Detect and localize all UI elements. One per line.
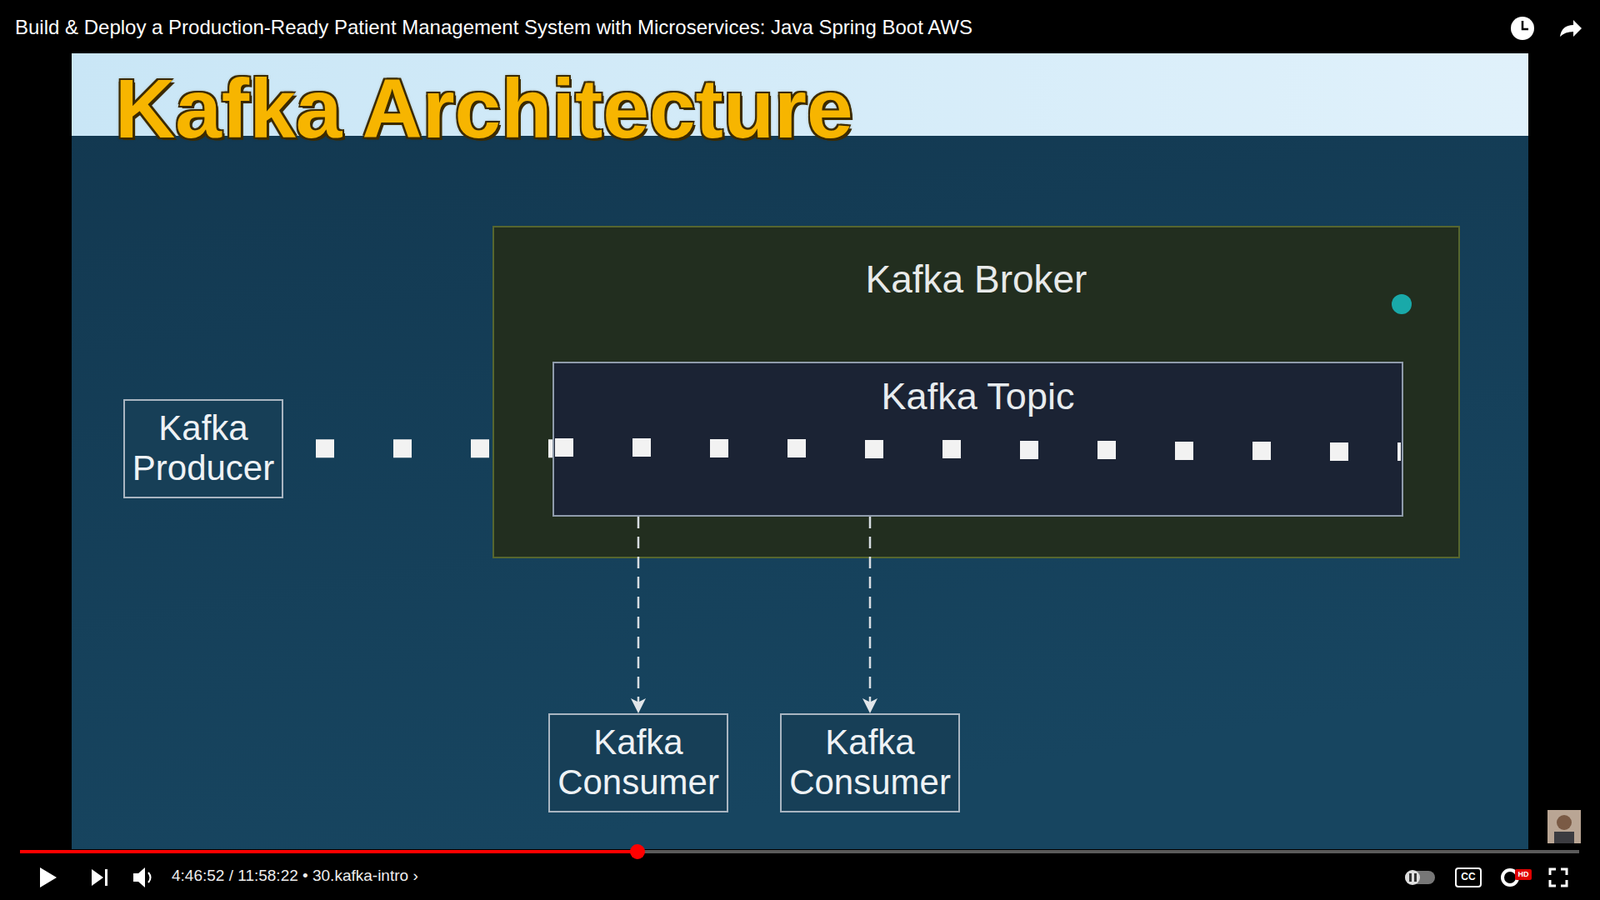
node-label: Kafka Topic <box>881 375 1075 419</box>
hd-badge-text: HD <box>1518 870 1530 880</box>
cc-icon <box>1455 868 1481 887</box>
hd-badge <box>1515 869 1532 880</box>
volume-icon <box>133 867 145 888</box>
heading-wrap: Kafka Architecture <box>115 66 854 150</box>
video-title: Build & Deploy a Production-Ready Patien… <box>15 16 973 39</box>
label-wrap: Build & Deploy a Production-Ready Patien… <box>15 16 973 39</box>
consumer-box: Kafka Consumer <box>548 713 729 813</box>
watch-later-icon <box>1510 16 1535 40</box>
message-square <box>1330 442 1349 461</box>
fullscreen-icon <box>1550 869 1567 886</box>
message-square <box>787 439 806 458</box>
message-square <box>1020 440 1039 460</box>
volume-wave <box>148 872 151 883</box>
message-square <box>1397 442 1401 461</box>
node-label: Kafka Broker <box>865 257 1088 302</box>
node-label: Kafka Consumer <box>788 722 952 804</box>
autoplay-toggle <box>1405 870 1435 885</box>
slide-title: Kafka Architecture <box>115 66 854 150</box>
message-square <box>1252 441 1271 460</box>
broker-box: Kafka BrokerKafka Topic <box>492 225 1460 559</box>
progress-track <box>20 850 1580 854</box>
message-square <box>865 440 884 459</box>
label-wrap: CC <box>1455 868 1481 887</box>
message-square <box>710 439 729 458</box>
label-wrap: 4:46:52 / 11:58:22 • 30.kafka-intro › <box>171 867 419 885</box>
next-icon-bar <box>105 869 108 886</box>
clock-hands <box>1522 20 1529 30</box>
slide-body <box>71 53 1529 850</box>
producer-box: Kafka Producer <box>123 399 284 499</box>
consume-arrow <box>869 516 872 714</box>
message-square <box>1175 441 1194 460</box>
channel-avatar <box>1547 810 1581 844</box>
avatar-body <box>1554 831 1575 844</box>
pause-bar <box>1409 873 1412 882</box>
autoplay-knob <box>1405 870 1420 885</box>
message-square <box>632 438 651 457</box>
node-label: Kafka Consumer <box>556 722 720 804</box>
node-label: Kafka Producer <box>131 408 275 490</box>
cc-icon-text: CC <box>1460 871 1475 883</box>
label-wrap: HD <box>1515 869 1532 880</box>
pause-bar <box>1414 873 1417 882</box>
message-flow <box>283 439 553 458</box>
consume-arrow <box>637 516 640 714</box>
topic-box: Kafka Topic <box>552 361 1404 517</box>
avatar-head <box>1556 815 1572 830</box>
progress-played <box>20 850 638 854</box>
consumer-box: Kafka Consumer <box>780 713 960 813</box>
video-time: 4:46:52 / 11:58:22 • 30.kafka-intro › <box>171 867 419 885</box>
progress-knob <box>630 844 645 860</box>
message-square <box>1097 440 1116 460</box>
teal-dot <box>1391 294 1412 315</box>
message-square <box>555 438 574 457</box>
next-icon <box>91 869 104 886</box>
share-icon <box>1560 20 1582 37</box>
message-square <box>942 440 961 459</box>
play-icon <box>40 867 57 888</box>
